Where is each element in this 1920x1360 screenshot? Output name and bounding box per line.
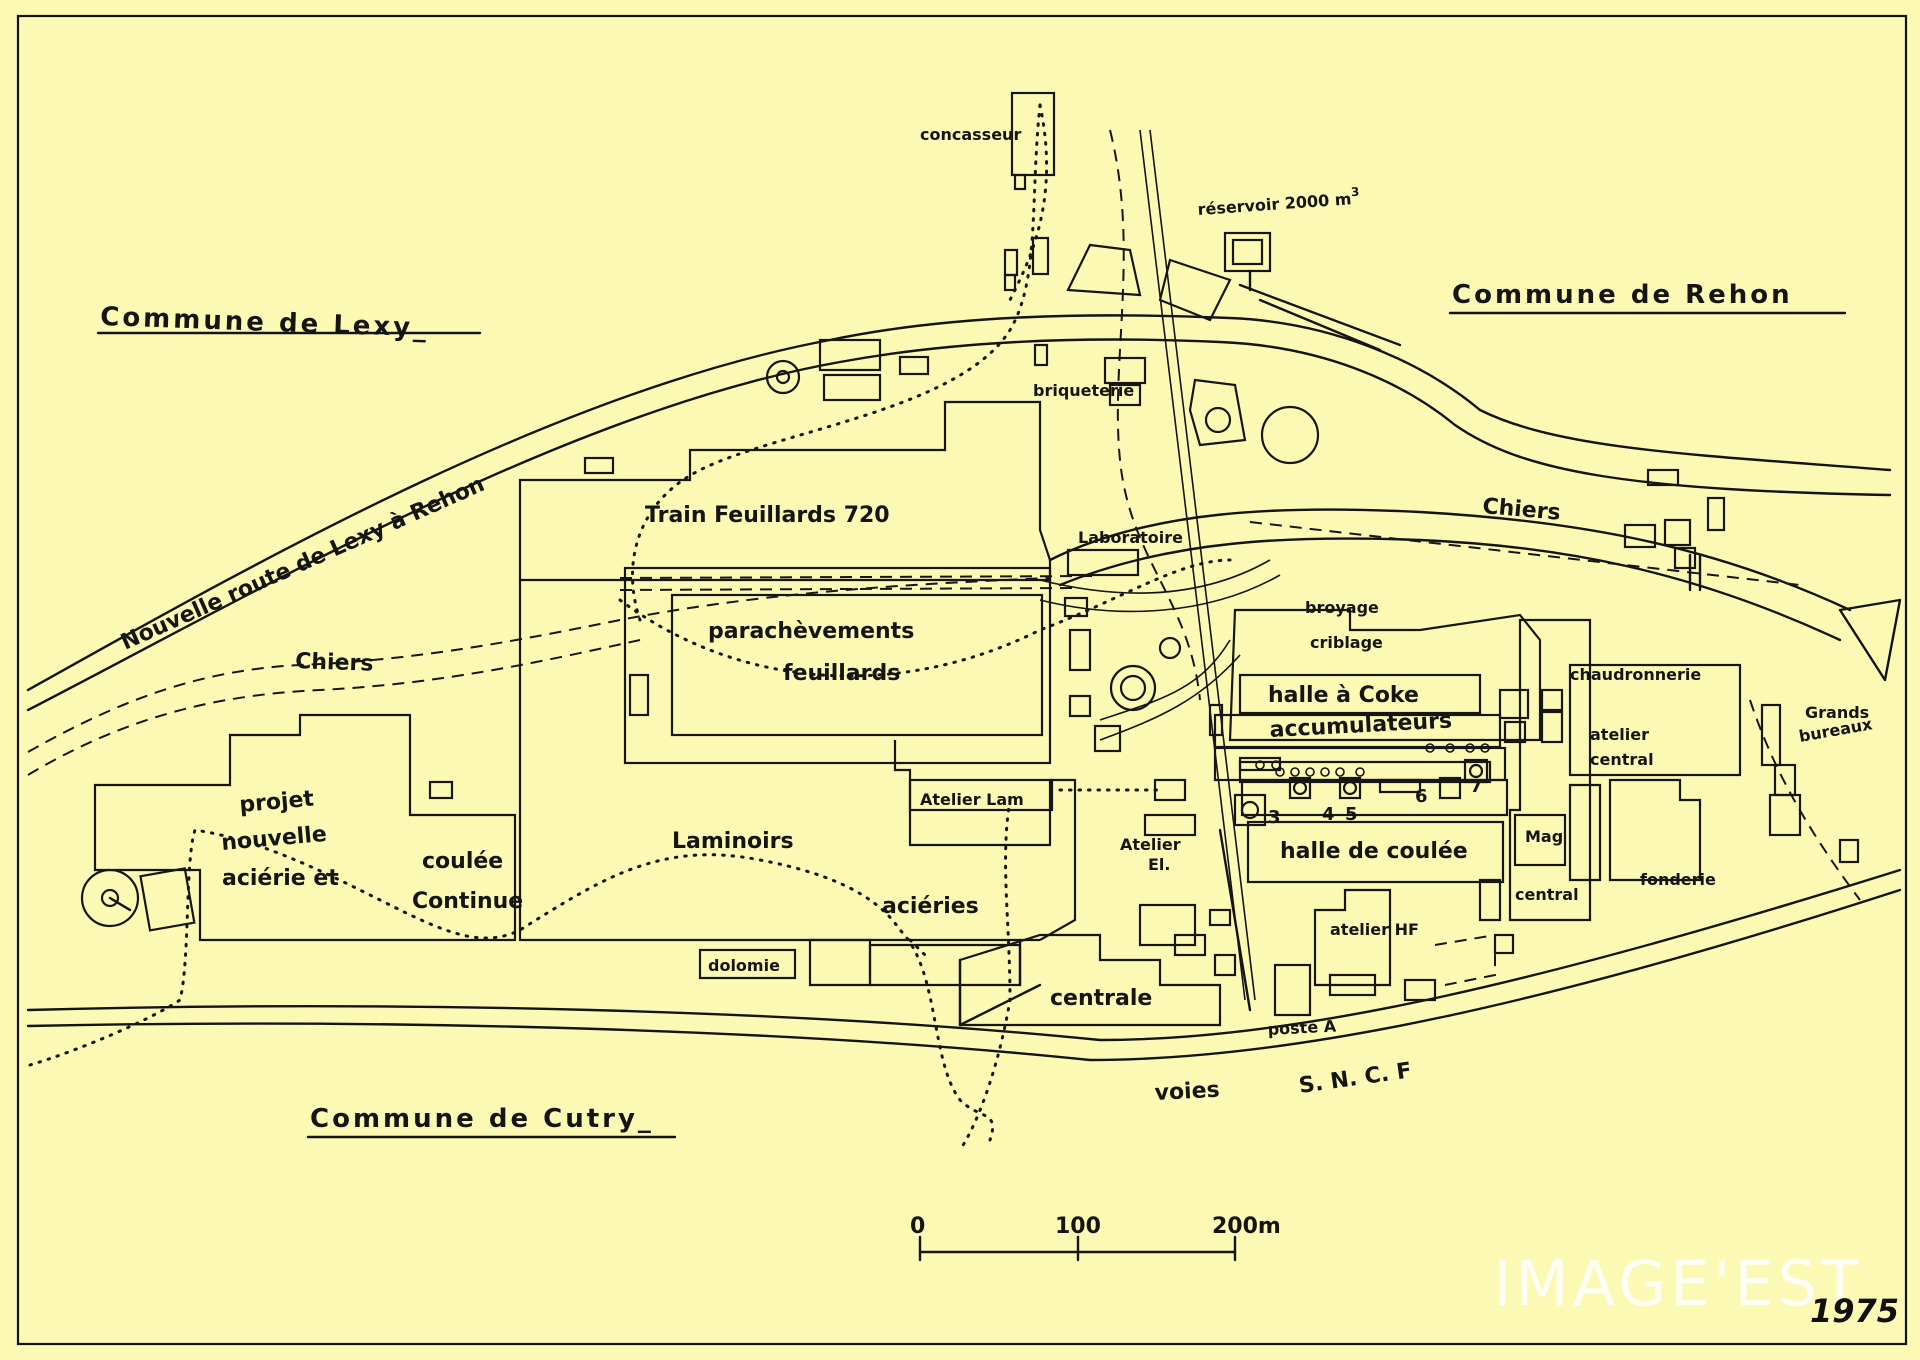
scale-label-200: 200m [1212,1214,1281,1239]
houses-right [1623,468,1726,570]
halle-coke-label: halle à Coke [1268,683,1419,708]
centrale-building [958,903,1237,1027]
laboratoire-building [1066,548,1140,577]
laminoirs-building [893,740,1077,941]
atelier-el-label-2: El. [1148,855,1171,874]
acieries-label: aciéries [882,894,979,919]
laboratoire-label: Laboratoire [1078,528,1183,547]
commune-rehon-label: Commune de Rehon [1452,280,1793,310]
atelier-hf-label: atelier HF [1330,920,1419,939]
chaudronnerie-building [1568,663,1742,777]
broyage-building [1228,608,1542,742]
roundabout-structure [1068,636,1182,753]
grands-bureaux-label-1: Grands [1805,703,1869,722]
mag-label: Mag [1525,827,1563,846]
hf-number-3: 3 [1268,807,1281,828]
grands-bureaux-building [1749,699,1861,901]
criblage-label: criblage [1310,633,1383,652]
hf-number-6: 6 [1415,786,1428,807]
year-label: 1975 [1810,1292,1899,1330]
mag-central-building [1498,618,1592,922]
parachevements-label-1: parachèvements [708,619,914,644]
train-feuillards-label: Train Feuillards 720 [645,503,890,528]
voies-label: voies [1154,1078,1220,1106]
coulee-label-2: Continue [412,889,523,914]
scale-label-0: 0 [910,1214,925,1239]
commune-cutry-label: Commune de Cutry_ [310,1104,654,1134]
atelier-el-building [1143,778,1197,837]
parachevements-label-2: feuillards [783,661,900,686]
hf-number-5: 5 [1345,804,1358,825]
reservoir-exponent: 3 [1350,185,1359,200]
small-blocks-top [583,236,1232,475]
hf-number-7: 7 [1470,776,1483,797]
hf-circles [1275,743,1490,777]
hf-number-4: 4 [1322,804,1335,825]
watermark: IMAGE'EST [1493,1247,1863,1320]
halle-coulee-label: halle de coulée [1280,839,1468,864]
mag-central-label: central [1515,885,1579,904]
briqueterie-label: briqueterie [1033,381,1134,400]
projet-label-3: aciérie et [222,866,339,891]
centrale-label: centrale [1050,986,1152,1011]
concasseur-building [1010,91,1056,191]
briqueterie-building [1103,356,1320,465]
scale-label-100: 100 [1055,1214,1101,1239]
laminoirs-label: Laminoirs [672,829,794,854]
coulee-label-1: coulée [422,849,503,874]
reservoir-building [1223,231,1402,352]
concasseur-label: concasseur [920,125,1021,144]
atelier-hf-building [1273,888,1515,1017]
atelier-central-building [1568,778,1702,882]
atelier-central-label-1: atelier [1590,725,1649,744]
atelier-el-label-1: Atelier [1120,835,1181,854]
chiers-river-old [27,575,1101,776]
projet-acierie-outline [80,713,517,942]
atelier-lam-label: Atelier Lam [920,790,1024,809]
dolomie-label: dolomie [708,956,780,975]
atelier-central-label-2: central [1590,750,1654,769]
broyage-label: broyage [1305,598,1379,617]
dolomie-building [698,948,797,980]
poste-a-label: poste A [1267,1016,1337,1039]
fonderie-label: fonderie [1640,870,1716,889]
chaudronnerie-label: chaudronnerie [1570,665,1701,684]
nouvelle-route-road [26,314,1892,712]
scale-bar [918,1235,1237,1262]
parachevements-building [623,566,1092,765]
hf-row [1233,743,1492,827]
chiers-river-new [1048,508,1902,682]
sncf-railway [26,868,1902,1062]
map-border [16,14,1908,1346]
chiers-left-label: Chiers [295,649,374,677]
halle-coulee-building [1246,820,1505,922]
